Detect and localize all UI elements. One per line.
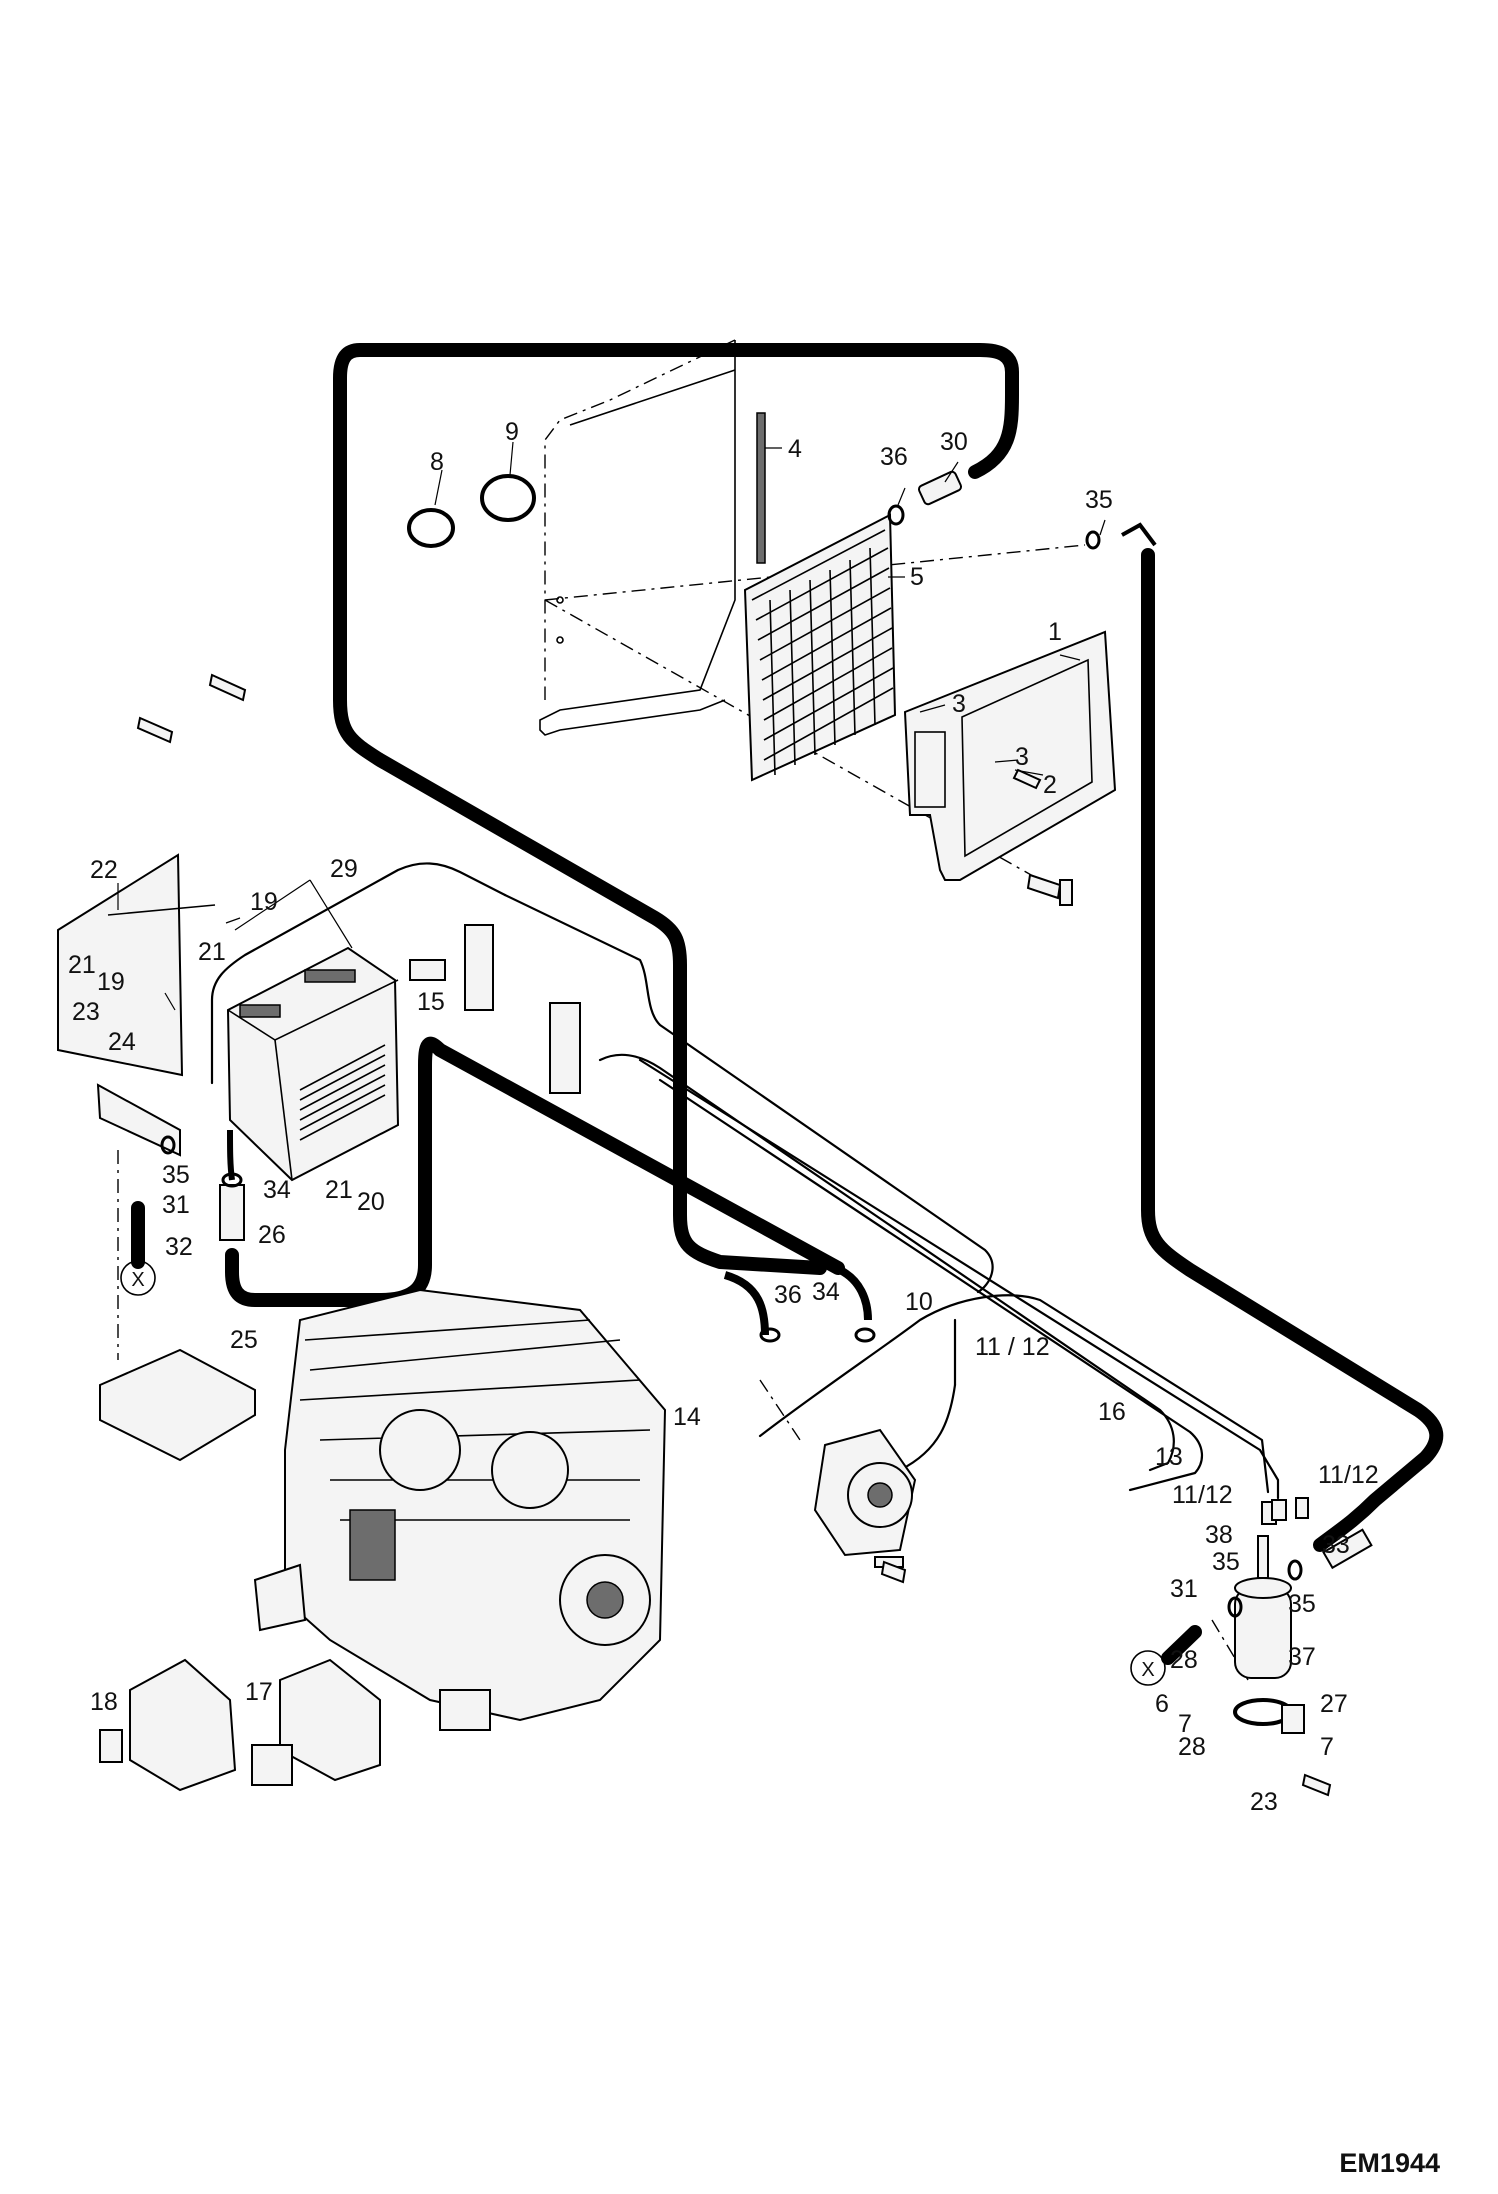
- callout: 9: [505, 418, 519, 446]
- compressor: [813, 1428, 917, 1557]
- callout: 29: [330, 855, 358, 883]
- callout: 33: [1322, 1531, 1350, 1559]
- callout: 1: [1048, 618, 1062, 646]
- callout: 38: [1205, 1521, 1233, 1549]
- connector-blocks: [409, 924, 581, 1094]
- callout: 28: [1170, 1646, 1198, 1674]
- callout: 4: [788, 435, 802, 463]
- evaporator-unit: [57, 853, 400, 1182]
- callout: 30: [940, 428, 968, 456]
- svg-text:X: X: [131, 1269, 144, 1291]
- callout: 31: [1170, 1575, 1198, 1603]
- callout: 35: [1085, 486, 1113, 514]
- callout: 2: [1043, 771, 1057, 799]
- callout: 7: [1320, 1733, 1334, 1761]
- callout: 11 / 12: [975, 1333, 1050, 1361]
- callout: 16: [1098, 1398, 1126, 1426]
- engine: [253, 1288, 667, 1731]
- callout: 6: [1155, 1690, 1169, 1718]
- callout: 25: [230, 1326, 258, 1354]
- fittings: [219, 470, 1373, 1570]
- callout: 22: [90, 856, 118, 884]
- callout: 26: [258, 1221, 286, 1249]
- callouts: 1 2 3 3 4 5 6 7 7 8 9 10 11 / 12 11/12 1…: [68, 418, 1379, 1816]
- receiver-drier: [1233, 1535, 1305, 1734]
- bolts: [136, 673, 1332, 1797]
- callout: 18: [90, 1688, 118, 1716]
- callout: 19: [250, 888, 278, 916]
- callout: 32: [165, 1233, 193, 1261]
- callout: 21: [68, 951, 96, 979]
- callout: 36: [774, 1281, 802, 1309]
- clamps: [407, 474, 536, 548]
- hose-31-right: [1161, 1625, 1202, 1665]
- refrigerant-hoses: [131, 343, 1444, 1665]
- callout: 35: [162, 1161, 190, 1189]
- leader-lines: [117, 441, 1106, 1011]
- callout: 11/12: [1172, 1481, 1233, 1509]
- callout: 8: [430, 448, 444, 476]
- seal-strip: [756, 412, 766, 564]
- callout: 3: [952, 690, 966, 718]
- connection-mark-left: X: [120, 1260, 156, 1296]
- callout: 23: [72, 998, 100, 1026]
- filter-frame: [903, 630, 1117, 881]
- callout: 10: [905, 1288, 933, 1316]
- connection-mark-right: X: [1130, 1650, 1166, 1686]
- callout: 20: [357, 1188, 385, 1216]
- wiring: [210, 862, 1280, 1500]
- callout: 21: [325, 1176, 353, 1204]
- callout: 5: [910, 563, 924, 591]
- cab-filter: [743, 513, 897, 782]
- o-rings: [160, 504, 1303, 1618]
- hose-33: [1141, 548, 1444, 1552]
- callout: 24: [108, 1028, 136, 1056]
- hose-30: [333, 343, 1019, 1275]
- callout: 15: [417, 988, 445, 1016]
- callout: 13: [1155, 1443, 1183, 1471]
- svg-text:X: X: [1141, 1659, 1154, 1681]
- callout: 23: [1250, 1788, 1278, 1816]
- relay-blocks: [99, 1348, 381, 1792]
- cab-panel: [539, 339, 736, 736]
- drawing-code: EM1944: [1339, 2148, 1440, 2178]
- callout: 35: [1212, 1548, 1240, 1576]
- callout: 27: [1320, 1690, 1348, 1718]
- callout: 14: [673, 1403, 701, 1431]
- callout: 11/12: [1318, 1461, 1379, 1489]
- callout: 17: [245, 1678, 273, 1706]
- callout: 37: [1288, 1643, 1316, 1671]
- callout: 31: [162, 1191, 190, 1219]
- callout: 7: [1178, 1710, 1192, 1738]
- callout: 3: [1015, 743, 1029, 771]
- callout: 19: [97, 968, 125, 996]
- callout: 34: [263, 1176, 291, 1204]
- callout: 36: [880, 443, 908, 471]
- callout: 28: [1178, 1733, 1206, 1761]
- callout: 35: [1288, 1590, 1316, 1618]
- callout: 34: [812, 1278, 840, 1306]
- callout: 21: [198, 938, 226, 966]
